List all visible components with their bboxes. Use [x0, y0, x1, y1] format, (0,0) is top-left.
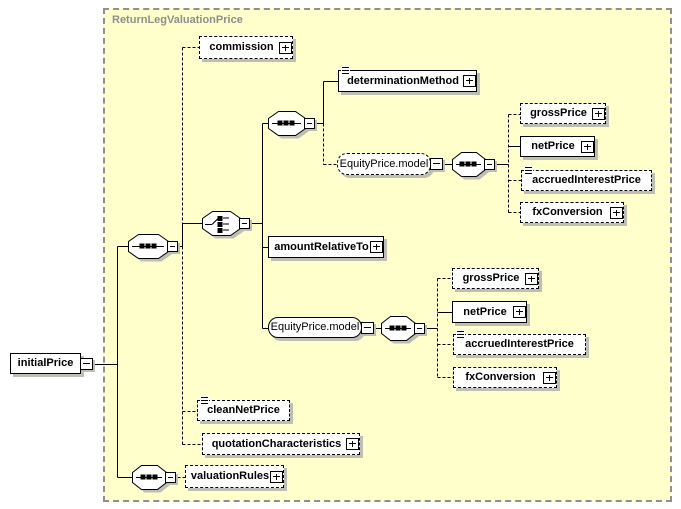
- element-quotationCharacteristics[interactable]: quotationCharacteristics: [202, 433, 360, 455]
- sequence-icon: [452, 152, 489, 180]
- expand-button[interactable]: [610, 207, 623, 219]
- container-title: ReturnLegValuationPrice: [112, 14, 243, 26]
- element-equityPriceModel_2[interactable]: EquityPrice.model: [268, 317, 374, 338]
- element-label: quotationCharacteristics: [211, 437, 342, 450]
- expand-button[interactable]: [346, 438, 359, 450]
- collapse-button[interactable]: [304, 118, 315, 129]
- element-box[interactable]: determinationMethod: [338, 66, 477, 92]
- element-valuationRules[interactable]: valuationRules: [185, 465, 284, 488]
- choice-icon: [202, 211, 244, 239]
- sequence-icon: [381, 316, 419, 344]
- sequence-icon: [268, 111, 309, 139]
- element-label: fxConversion: [465, 371, 536, 383]
- sequence-icon: [132, 465, 170, 493]
- sequence-indicator: [268, 111, 315, 139]
- expand-button[interactable]: [543, 372, 556, 384]
- element-fxConversion_1[interactable]: fxConversion: [520, 202, 624, 223]
- collapse-button[interactable]: [167, 241, 178, 252]
- element-label: netPrice: [463, 305, 507, 318]
- element-box[interactable]: EquityPrice.model: [337, 153, 431, 175]
- element-grossPrice_1[interactable]: grossPrice: [520, 103, 606, 124]
- collapse-button[interactable]: [414, 323, 425, 334]
- element-box[interactable]: netPrice: [520, 136, 595, 157]
- sequence-indicator: [452, 152, 495, 180]
- attributes-icon: [524, 166, 533, 176]
- element-cleanNetPrice[interactable]: cleanNetPrice: [197, 396, 290, 421]
- element-box[interactable]: fxConversion: [520, 202, 624, 223]
- attributes-icon: [456, 330, 465, 340]
- element-box[interactable]: EquityPrice.model: [268, 317, 362, 338]
- sequence-indicator: [381, 316, 425, 344]
- element-box[interactable]: commission: [199, 36, 293, 59]
- expand-button[interactable]: [513, 306, 526, 318]
- element-amountRelativeTo[interactable]: amountRelativeTo: [268, 236, 384, 258]
- element-box[interactable]: netPrice: [452, 301, 527, 323]
- element-initialPrice[interactable]: initialPrice: [10, 353, 93, 374]
- element-box[interactable]: grossPrice: [452, 268, 539, 289]
- expand-button[interactable]: [592, 108, 605, 120]
- element-equityPriceModel_1[interactable]: EquityPrice.model: [337, 153, 443, 175]
- sequence-indicator: [128, 234, 178, 262]
- collapse-button[interactable]: [430, 158, 443, 170]
- collapse-button[interactable]: [80, 358, 93, 370]
- expand-button[interactable]: [279, 42, 292, 54]
- element-netPrice_2[interactable]: netPrice: [452, 301, 527, 323]
- element-label: grossPrice: [530, 107, 587, 119]
- element-box[interactable]: amountRelativeTo: [268, 236, 384, 258]
- attributes-icon: [200, 396, 209, 406]
- element-box[interactable]: cleanNetPrice: [197, 396, 290, 421]
- element-netPrice_1[interactable]: netPrice: [520, 136, 595, 157]
- element-box[interactable]: fxConversion: [453, 367, 557, 388]
- element-label: grossPrice: [462, 272, 520, 284]
- expand-button[interactable]: [463, 75, 476, 87]
- element-fxConversion_2[interactable]: fxConversion: [453, 367, 557, 388]
- element-label: EquityPrice.model: [270, 321, 360, 333]
- element-grossPrice_2[interactable]: grossPrice: [452, 268, 539, 289]
- expand-button[interactable]: [581, 141, 594, 153]
- attributes-icon: [341, 66, 350, 76]
- element-box[interactable]: accruedInterestPrice: [453, 330, 586, 355]
- element-label: fxConversion: [532, 206, 603, 218]
- element-label: determinationMethod: [347, 74, 459, 87]
- sequence-indicator: [132, 465, 176, 493]
- element-label: accruedInterestPrice: [465, 338, 574, 350]
- element-box[interactable]: accruedInterestPrice: [521, 166, 652, 191]
- collapse-button[interactable]: [165, 472, 176, 483]
- element-box[interactable]: initialPrice: [10, 353, 81, 374]
- expand-button[interactable]: [370, 241, 383, 253]
- element-label: initialPrice: [17, 357, 74, 369]
- collapse-button[interactable]: [484, 159, 495, 170]
- element-label: cleanNetPrice: [207, 404, 280, 416]
- element-accruedInterestPrice_1[interactable]: accruedInterestPrice: [521, 166, 652, 191]
- element-label: netPrice: [531, 140, 575, 152]
- element-commission[interactable]: commission: [199, 36, 293, 59]
- element-label: valuationRules: [190, 470, 270, 482]
- element-label: amountRelativeTo: [274, 240, 369, 253]
- collapse-button[interactable]: [239, 218, 250, 229]
- element-box[interactable]: quotationCharacteristics: [202, 433, 360, 455]
- expand-button[interactable]: [525, 273, 538, 285]
- element-label: accruedInterestPrice: [532, 174, 641, 186]
- element-box[interactable]: valuationRules: [185, 465, 284, 488]
- element-determinationMethod[interactable]: determinationMethod: [338, 66, 477, 92]
- element-label: EquityPrice.model: [339, 157, 429, 170]
- element-label: commission: [209, 41, 274, 53]
- element-accruedInterestPrice_2[interactable]: accruedInterestPrice: [453, 330, 586, 355]
- element-box[interactable]: grossPrice: [520, 103, 606, 124]
- expand-button[interactable]: [270, 471, 283, 483]
- sequence-icon: [128, 234, 172, 262]
- choice-indicator: [202, 211, 250, 239]
- collapse-button[interactable]: [361, 322, 374, 334]
